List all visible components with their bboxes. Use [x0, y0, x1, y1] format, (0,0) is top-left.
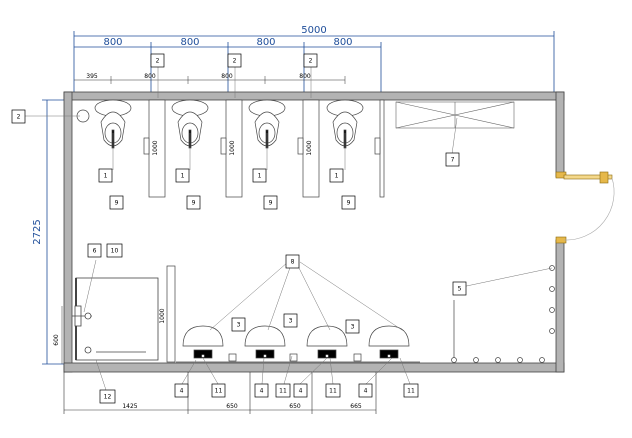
left-dimension	[42, 99, 64, 365]
dim-total-width: 5000	[301, 25, 326, 36]
bench-unit	[395, 101, 515, 129]
tag-1-d: 1	[335, 173, 339, 180]
hooks-fixtures	[451, 265, 555, 363]
dim-bottom-1: 1425	[122, 403, 137, 410]
tag-6: 6	[93, 248, 97, 255]
shower-cabin	[72, 277, 159, 361]
tag-1-a: 1	[104, 173, 108, 180]
dim-wc-spacing-3: 800	[299, 73, 311, 80]
tag-3-b: 3	[289, 318, 293, 325]
tag-11-a: 11	[215, 388, 223, 395]
shower-partition-height: 1000	[159, 308, 166, 323]
tag-2-a: 2	[17, 114, 21, 121]
tag-11-c: 11	[329, 388, 337, 395]
leader-lines	[24, 66, 553, 391]
washbasin-4	[368, 325, 410, 359]
tag-4-c: 4	[299, 388, 303, 395]
shower-partition	[166, 265, 176, 363]
tag-10: 10	[111, 248, 119, 255]
washbasin-1	[182, 325, 224, 359]
tag-2-d: 2	[309, 58, 313, 65]
tag-9-a: 9	[115, 200, 119, 207]
tag-1-c: 1	[258, 173, 262, 180]
partition-height-1: 1000	[152, 140, 159, 155]
tag-9-b: 9	[192, 200, 196, 207]
dim-bottom-2: 650	[226, 403, 238, 410]
dim-cubicle-4: 800	[333, 37, 352, 48]
partition-height-3: 1000	[306, 140, 313, 155]
bottom-dimension-chain	[63, 372, 377, 414]
dim-wc-spacing-2: 800	[221, 73, 233, 80]
tag-2-c: 2	[233, 58, 237, 65]
dim-total-depth: 2725	[32, 219, 43, 244]
callout-tags	[11, 53, 467, 404]
tag-5: 5	[458, 286, 462, 293]
tag-4-d: 4	[364, 388, 368, 395]
tag-9-c: 9	[269, 200, 273, 207]
tag-9-d: 9	[347, 200, 351, 207]
dim-wc-offset: 395	[86, 73, 98, 80]
tag-3-a: 3	[237, 322, 241, 329]
washbasin-3	[306, 325, 348, 359]
washbasin-2	[244, 325, 286, 359]
dim-shower-height: 600	[53, 334, 60, 346]
tag-1-b: 1	[181, 173, 185, 180]
dim-bottom-4: 665	[350, 403, 362, 410]
entrance-door	[555, 171, 615, 244]
dim-wc-spacing-1: 800	[144, 73, 156, 80]
partition-height-2: 1000	[229, 140, 236, 155]
tag-11-d: 11	[407, 388, 415, 395]
washbasins	[176, 325, 420, 363]
callout-tag-text: 2 2 2 2 1 1 1 1 9 9 9 9 7 6 10 8 3 3 3 5…	[17, 58, 462, 401]
tag-8: 8	[291, 259, 295, 266]
tag-7: 7	[451, 157, 455, 164]
tag-4-a: 4	[180, 388, 184, 395]
dim-cubicle-3: 800	[256, 37, 275, 48]
tag-12: 12	[104, 394, 112, 401]
dim-bottom-3: 650	[289, 403, 301, 410]
dim-cubicle-2: 800	[180, 37, 199, 48]
tag-2-b: 2	[156, 58, 160, 65]
tag-3-c: 3	[351, 324, 355, 331]
dim-cubicle-1: 800	[103, 37, 122, 48]
tag-11-b: 11	[279, 388, 287, 395]
walls	[63, 91, 565, 373]
tag-4-b: 4	[260, 388, 264, 395]
